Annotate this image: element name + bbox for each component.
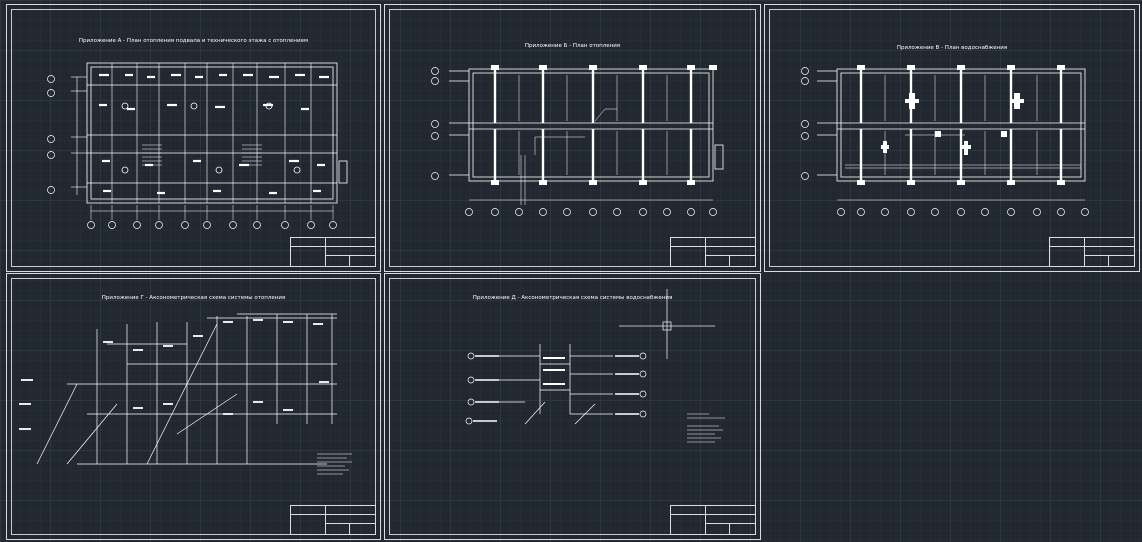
sheet-frame: [11, 278, 376, 535]
sheet-title: Приложение Б - План отопления: [524, 43, 621, 49]
sheet-title: Приложение Г - Аксонометрическая схема с…: [101, 295, 286, 301]
sheet-title: Приложение А - План отопления подвала и …: [78, 38, 309, 44]
title-block: [1049, 237, 1135, 267]
sheet-frame: [389, 278, 756, 535]
axonometric-heating: [19, 313, 352, 475]
title-block: [670, 505, 756, 535]
sheet-a[interactable]: Приложение А - План отопления подвала и …: [6, 4, 381, 272]
floor-plan-b: [431, 65, 724, 216]
floor-plan-c: [801, 65, 1089, 216]
axonometric-water-supply: [465, 344, 725, 443]
sheet-frame: [769, 9, 1135, 267]
sheet-c[interactable]: Приложение В - План водоснабжения: [764, 4, 1140, 272]
sheet-title: Приложение В - План водоснабжения: [896, 45, 1008, 51]
title-block: [290, 505, 376, 535]
sheet-e[interactable]: Приложение Д - Аксонометрическая схема с…: [384, 273, 761, 540]
crosshair-cursor-icon: [619, 289, 715, 359]
sheet-title: Приложение Д - Аксонометрическая схема с…: [472, 295, 673, 301]
title-block: [670, 237, 756, 267]
floor-plan-a: [47, 62, 348, 229]
sheet-d[interactable]: Приложение Г - Аксонометрическая схема с…: [6, 273, 381, 540]
sheet-frame: [389, 9, 756, 267]
title-block: [290, 237, 376, 267]
sheet-frame: [11, 9, 376, 267]
sheet-b[interactable]: Приложение Б - План отопления: [384, 4, 761, 272]
